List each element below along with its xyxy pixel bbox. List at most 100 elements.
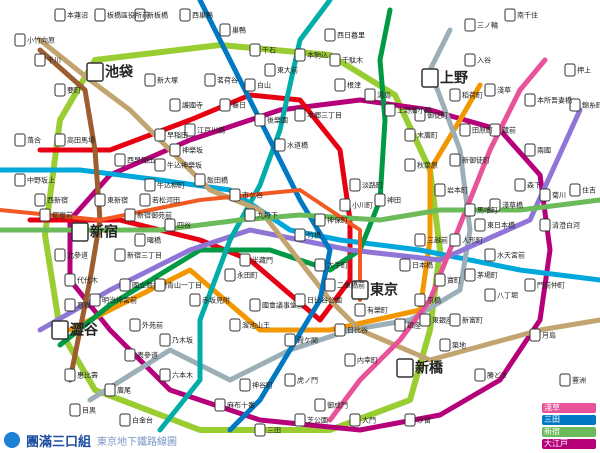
- station-marker[interactable]: [159, 333, 171, 347]
- station-marker[interactable]: [154, 128, 166, 142]
- station-74[interactable]: 内幸町: [344, 353, 378, 367]
- station-marker[interactable]: [339, 198, 351, 212]
- station-103[interactable]: 末廣町: [404, 128, 438, 142]
- station-26[interactable]: 秋葉原: [404, 158, 438, 172]
- station-marker[interactable]: [249, 43, 261, 57]
- station-marker[interactable]: [144, 73, 156, 87]
- station-marker[interactable]: [414, 233, 426, 247]
- station-marker[interactable]: [194, 173, 206, 187]
- station-5[interactable]: 新橋: [396, 358, 444, 378]
- station-72[interactable]: 溜池山王: [229, 318, 270, 332]
- station-118[interactable]: 若松河田: [139, 193, 180, 207]
- station-61[interactable]: 落合: [14, 133, 41, 147]
- station-62[interactable]: 中野坂上: [14, 173, 55, 187]
- station-marker[interactable]: [159, 368, 171, 382]
- station-114[interactable]: 小竹向原: [14, 33, 55, 47]
- station-86[interactable]: 東銀座: [419, 313, 453, 327]
- station-marker[interactable]: [119, 278, 131, 292]
- station-51[interactable]: 明治神宮前: [89, 293, 137, 307]
- station-marker[interactable]: [404, 413, 416, 427]
- station-117[interactable]: 東新宿: [94, 193, 128, 207]
- station-marker[interactable]: [459, 123, 471, 137]
- station-marker[interactable]: [254, 423, 266, 437]
- station-12[interactable]: 日本橋: [399, 258, 433, 272]
- station-107[interactable]: 押上: [564, 63, 591, 77]
- station-marker[interactable]: [169, 143, 181, 157]
- station-marker[interactable]: [124, 208, 136, 222]
- station-98[interactable]: 淺草橋: [489, 198, 523, 212]
- station-100[interactable]: 東日本橋: [474, 218, 515, 232]
- station-marker[interactable]: [464, 53, 476, 67]
- station-110[interactable]: 竹橋: [294, 228, 321, 242]
- station-96[interactable]: 南千住: [504, 8, 538, 22]
- station-69[interactable]: 半藏門: [239, 253, 273, 267]
- station-marker[interactable]: [449, 313, 461, 327]
- station-54[interactable]: 四谷: [164, 218, 191, 232]
- station-10[interactable]: 九段下: [244, 208, 278, 222]
- station-111[interactable]: 二重橋前: [324, 278, 365, 292]
- station-39[interactable]: 稻荷町: [449, 88, 483, 102]
- station-marker[interactable]: [564, 63, 576, 77]
- station-marker[interactable]: [529, 328, 541, 342]
- station-marker[interactable]: [164, 218, 176, 232]
- station-73[interactable]: 霞ケ関: [284, 333, 318, 347]
- station-marker[interactable]: [54, 133, 66, 147]
- station-83[interactable]: 三越前: [414, 233, 448, 247]
- station-marker[interactable]: [94, 8, 106, 22]
- station-marker[interactable]: [314, 258, 326, 272]
- station-38[interactable]: 御徒町: [414, 108, 448, 122]
- station-31[interactable]: 汐留: [404, 413, 431, 427]
- station-92[interactable]: 千駄木: [329, 53, 363, 67]
- station-75[interactable]: 御成門: [314, 398, 348, 412]
- station-marker[interactable]: [124, 348, 136, 362]
- station-7[interactable]: 西早稲田: [114, 153, 155, 167]
- station-marker[interactable]: [294, 413, 306, 427]
- station-42[interactable]: 錦糸町: [569, 98, 600, 112]
- station-marker[interactable]: [64, 298, 76, 312]
- station-marker[interactable]: [244, 208, 256, 222]
- station-marker[interactable]: [169, 98, 181, 112]
- station-marker[interactable]: [219, 98, 231, 112]
- station-marker[interactable]: [419, 313, 431, 327]
- station-marker[interactable]: [69, 403, 81, 417]
- station-marker[interactable]: [114, 248, 126, 262]
- station-marker[interactable]: [86, 62, 104, 82]
- station-marker[interactable]: [489, 123, 501, 137]
- station-marker[interactable]: [54, 83, 66, 97]
- station-marker[interactable]: [14, 173, 26, 187]
- station-marker[interactable]: [54, 8, 66, 22]
- station-marker[interactable]: [204, 73, 216, 87]
- station-marker[interactable]: [514, 178, 526, 192]
- station-13[interactable]: 銀座: [394, 318, 421, 332]
- station-52[interactable]: 國立競技場: [119, 278, 167, 292]
- station-marker[interactable]: [484, 83, 496, 97]
- station-6[interactable]: 淺草: [484, 83, 511, 97]
- station-19[interactable]: 惠比壽: [64, 368, 98, 382]
- station-91[interactable]: 西日暮里: [324, 28, 365, 42]
- station-marker[interactable]: [351, 280, 369, 300]
- station-115[interactable]: 要町: [54, 83, 81, 97]
- station-marker[interactable]: [274, 138, 286, 152]
- station-marker[interactable]: [404, 158, 416, 172]
- station-marker[interactable]: [349, 413, 361, 427]
- station-56[interactable]: 新大塚: [144, 73, 178, 87]
- station-70[interactable]: 永田町: [224, 268, 258, 282]
- station-marker[interactable]: [154, 278, 166, 292]
- station-marker[interactable]: [314, 213, 326, 227]
- station-marker[interactable]: [139, 193, 151, 207]
- station-marker[interactable]: [239, 253, 251, 267]
- station-81[interactable]: 淡路町: [349, 178, 383, 192]
- station-marker[interactable]: [134, 233, 146, 247]
- station-45[interactable]: 清澄白河: [539, 218, 580, 232]
- station-marker[interactable]: [51, 320, 69, 340]
- station-34[interactable]: 後樂園: [254, 113, 288, 127]
- station-marker[interactable]: [154, 158, 166, 172]
- station-marker[interactable]: [184, 123, 196, 137]
- station-9[interactable]: 市ケ谷: [229, 188, 263, 202]
- station-44[interactable]: 住吉: [569, 183, 596, 197]
- station-marker[interactable]: [119, 413, 131, 427]
- station-101[interactable]: 水天宮前: [484, 248, 525, 262]
- station-marker[interactable]: [249, 298, 261, 312]
- station-48[interactable]: 豐洲: [559, 373, 586, 387]
- station-120[interactable]: 茗荷谷: [204, 73, 238, 87]
